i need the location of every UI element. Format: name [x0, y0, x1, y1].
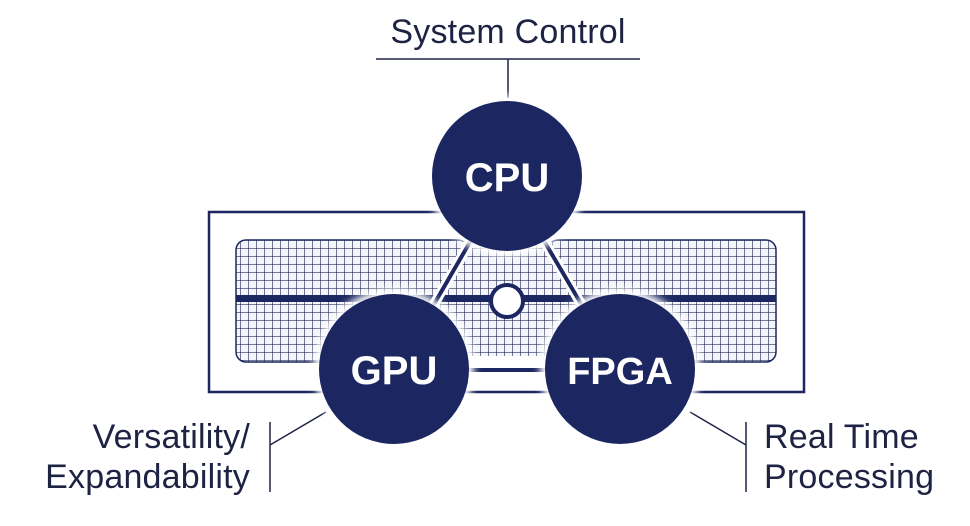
caption-left-line1: Versatility/: [92, 418, 250, 456]
caption-versatility: Versatility/ Expandability: [0, 417, 250, 497]
caption-real-time: Real Time Processing: [764, 417, 964, 497]
gpu-node: GPU: [319, 294, 469, 444]
caption-left-bracket: [269, 411, 327, 492]
caption-right-bracket: [689, 411, 747, 492]
fpga-node: FPGA: [545, 294, 695, 444]
caption-top-text: System Control: [390, 13, 626, 51]
caption-right-line1: Real Time: [764, 418, 919, 456]
gpu-circle: [319, 294, 469, 444]
cpu-label: CPU: [465, 156, 549, 200]
fpga-label: FPGA: [567, 351, 673, 393]
fpga-circle: [545, 294, 695, 444]
caption-right-line2: Processing: [764, 458, 935, 496]
cpu-node: CPU: [432, 101, 582, 251]
caption-left-line2: Expandability: [45, 458, 250, 496]
gpu-label: GPU: [351, 349, 438, 393]
center-hub-circle: [489, 283, 525, 319]
caption-system-control: System Control: [376, 12, 640, 52]
cpu-circle: [432, 101, 582, 251]
